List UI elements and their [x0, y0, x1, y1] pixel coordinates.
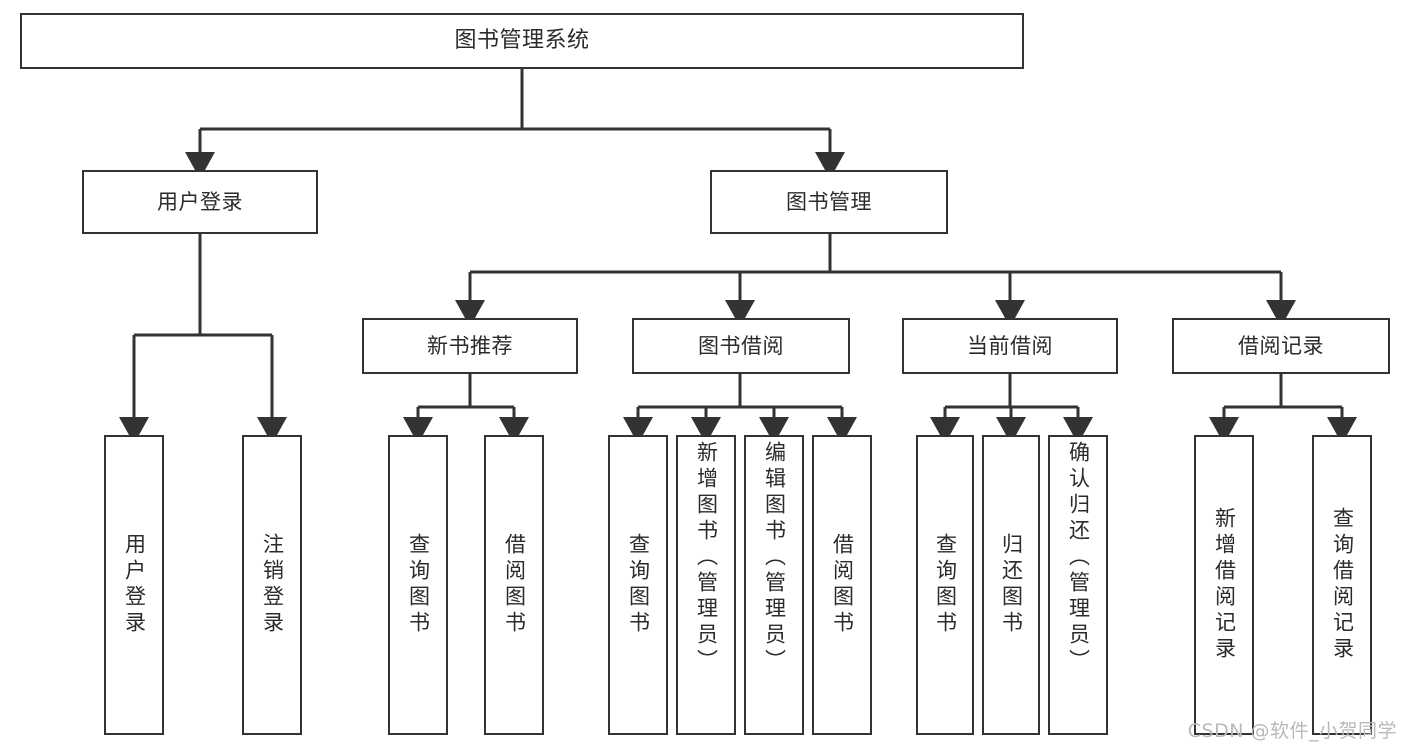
node-leaf-user-login[interactable]: 用户登录 — [104, 435, 164, 735]
node-label: 确认归还（管理员） — [1066, 441, 1091, 675]
node-borrow-record[interactable]: 借阅记录 — [1172, 318, 1390, 374]
node-book-borrow[interactable]: 图书借阅 — [632, 318, 850, 374]
node-leaf-add-borrow-record[interactable]: 新增借阅记录 — [1194, 435, 1254, 735]
node-label: 图书管理系统 — [454, 28, 590, 54]
node-leaf-logout[interactable]: 注销登录 — [242, 435, 302, 735]
node-label: 新书推荐 — [427, 333, 513, 358]
node-label: 查询图书 — [626, 533, 651, 637]
node-label: 注销登录 — [260, 533, 285, 637]
node-label: 借阅记录 — [1238, 333, 1324, 358]
node-label: 用户登录 — [122, 533, 147, 637]
node-leaf-return-book[interactable]: 归还图书 — [982, 435, 1040, 735]
node-label: 查询图书 — [406, 533, 431, 637]
node-current-borrow[interactable]: 当前借阅 — [902, 318, 1118, 374]
node-leaf-confirm-return-admin[interactable]: 确认归还（管理员） — [1048, 435, 1108, 735]
node-book-management[interactable]: 图书管理 — [710, 170, 948, 234]
node-label: 图书管理 — [786, 189, 872, 214]
node-label: 借阅图书 — [830, 533, 855, 637]
node-label: 用户登录 — [157, 189, 243, 214]
node-leaf-add-book-admin[interactable]: 新增图书（管理员） — [676, 435, 736, 735]
node-label: 新增图书（管理员） — [694, 441, 719, 675]
node-label: 图书借阅 — [698, 333, 784, 358]
node-leaf-query-book-recommend[interactable]: 查询图书 — [388, 435, 448, 735]
node-leaf-edit-book-admin[interactable]: 编辑图书（管理员） — [744, 435, 804, 735]
node-label: 新增借阅记录 — [1212, 507, 1237, 663]
node-label: 归还图书 — [999, 533, 1024, 637]
node-user-login[interactable]: 用户登录 — [82, 170, 318, 234]
node-label: 借阅图书 — [502, 533, 527, 637]
node-label: 查询图书 — [933, 533, 958, 637]
watermark-text: CSDN @软件_小贺同学 — [1187, 720, 1397, 742]
node-leaf-query-book-borrow[interactable]: 查询图书 — [608, 435, 668, 735]
node-new-book-recommend[interactable]: 新书推荐 — [362, 318, 578, 374]
node-label: 查询借阅记录 — [1330, 507, 1355, 663]
node-leaf-borrow-book[interactable]: 借阅图书 — [812, 435, 872, 735]
node-label: 编辑图书（管理员） — [762, 441, 787, 675]
node-root-system[interactable]: 图书管理系统 — [20, 13, 1024, 69]
node-label: 当前借阅 — [967, 333, 1053, 358]
node-leaf-borrow-book-recommend[interactable]: 借阅图书 — [484, 435, 544, 735]
node-leaf-query-borrow-record[interactable]: 查询借阅记录 — [1312, 435, 1372, 735]
node-leaf-query-book-current[interactable]: 查询图书 — [916, 435, 974, 735]
